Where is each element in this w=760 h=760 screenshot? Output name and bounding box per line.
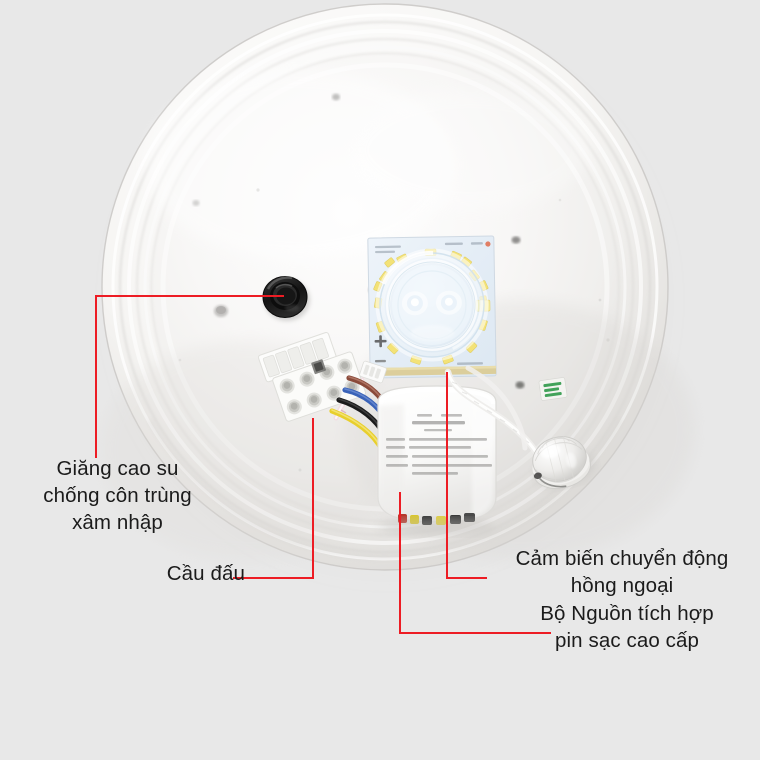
pcb-silkscreen [374,242,483,365]
leader-power-supply [398,492,551,635]
polarity-markers [374,335,387,348]
callout-label-power-supply: Bộ Nguồn tích hợp pin sạc cao cấp [540,602,714,652]
ir-motion-sensor[interactable] [526,430,598,494]
terminal-screws [279,358,360,415]
led-connector-plug [359,360,387,384]
driver-power-supply[interactable] [377,385,497,536]
leader-grommet [94,294,284,458]
callout-label-terminal: Cầu đấu [166,562,245,585]
terminal-block[interactable] [257,327,367,424]
minus-marker [374,359,386,363]
leader-terminal [233,418,315,580]
surface-speckle [178,188,610,472]
leader-lines [94,294,551,635]
green-sticker [538,377,568,401]
callout-label-grommet: Giăng cao su chống côn trùng xâm nhập [43,457,192,534]
led-module-pcb [367,235,497,379]
rubber-grommet[interactable] [262,276,310,322]
lens-reflectors [401,290,462,342]
ir-sensor-wire [444,365,540,456]
callout-label-ir-sensor: Cảm biến chuyển động hồng ngoại [515,547,729,597]
leader-ir-sensor [445,372,487,580]
